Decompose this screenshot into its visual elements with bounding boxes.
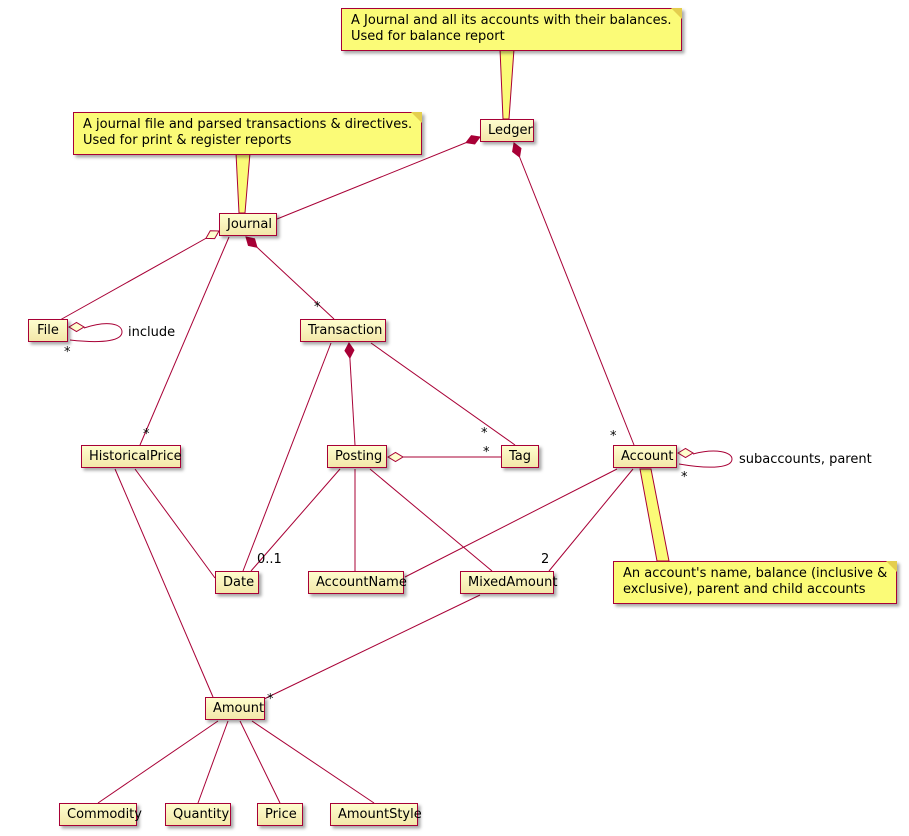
- note-connector-account: [639, 468, 670, 562]
- class-file: File: [28, 319, 68, 342]
- edge-mixedamount-amount: [263, 594, 481, 700]
- edge-transaction-posting: [348, 342, 356, 446]
- class-date: Date: [215, 571, 259, 594]
- class-journal: Journal: [219, 213, 277, 236]
- class-historicalprice: HistoricalPrice: [81, 445, 182, 468]
- class-amount: Amount: [205, 697, 265, 720]
- edge-historicalprice-amount: [114, 468, 214, 698]
- class-amountstyle: AmountStyle: [330, 803, 422, 826]
- aggregation-diamond-journal-file: [205, 230, 220, 240]
- composition-diamond-ledger-journal: [465, 135, 481, 145]
- class-quantity: Quantity: [165, 803, 231, 826]
- label-journal-transaction-mult: *: [314, 300, 321, 315]
- edge-ledger-journal: [276, 136, 481, 220]
- class-price: Price: [257, 803, 303, 826]
- edge-account-self-subaccounts: [678, 450, 733, 468]
- edge-account-mixedamount: [548, 468, 634, 572]
- class-mixedamount: MixedAmount: [460, 571, 557, 594]
- note-account: An account's name, balance (inclusive & …: [613, 561, 898, 604]
- edge-journal-historicalprice: [139, 236, 230, 446]
- label-journal-historicalprice-mult: *: [143, 427, 150, 442]
- label-account-self-mult: *: [681, 470, 688, 485]
- label-mixedamount-amount-mult: *: [267, 692, 274, 707]
- class-transaction: Transaction: [300, 319, 386, 342]
- label-file-include-mult: *: [64, 345, 71, 360]
- composition-diamond-journal-transaction: [245, 236, 258, 248]
- edge-amount-price: [239, 720, 281, 804]
- label-include: include: [128, 325, 175, 340]
- label-posting-tag-mult: *: [483, 445, 490, 460]
- edge-ledger-account: [513, 142, 635, 446]
- edge-posting-date: [250, 468, 341, 572]
- label-posting-date-mult: 0..1: [257, 552, 282, 567]
- note-journal: A journal file and parsed transactions &…: [73, 112, 423, 155]
- class-tag: Tag: [501, 445, 539, 468]
- label-ledger-account-mult: *: [610, 429, 617, 444]
- note-connector-journal: [235, 152, 251, 214]
- edge-amount-quantity: [197, 720, 229, 804]
- edge-account-accountname: [404, 468, 618, 578]
- class-posting: Posting: [327, 445, 387, 468]
- edge-transaction-tag: [370, 342, 516, 446]
- note-ledger: A Journal and all its accounts with thei…: [341, 7, 682, 51]
- aggregation-diamond-file-self: [68, 321, 85, 333]
- composition-diamond-ledger-account: [512, 142, 522, 158]
- edge-amount-commodity: [97, 720, 219, 804]
- aggregation-diamond-account-self: [677, 447, 694, 459]
- label-subaccounts-parent: subaccounts, parent: [739, 452, 872, 467]
- class-commodity: Commodity: [59, 803, 142, 826]
- class-ledger: Ledger: [480, 119, 534, 142]
- label-transaction-tag-mult: *: [481, 426, 488, 441]
- composition-diamond-transaction-posting: [344, 342, 355, 359]
- edge-file-self-include: [69, 323, 123, 343]
- note-connector-ledger: [499, 48, 515, 120]
- edge-amount-amountstyle: [251, 720, 375, 804]
- class-account: Account: [613, 445, 677, 468]
- label-account-mixedamount-mult: 2: [541, 552, 549, 567]
- edge-journal-transaction: [245, 236, 335, 320]
- edge-journal-file: [59, 230, 220, 321]
- aggregation-diamond-posting-tag: [387, 451, 404, 463]
- class-accountname: AccountName: [308, 571, 407, 594]
- edge-posting-mixedamount: [369, 468, 493, 572]
- edge-historicalprice-date: [134, 468, 216, 579]
- edge-transaction-date: [242, 342, 332, 572]
